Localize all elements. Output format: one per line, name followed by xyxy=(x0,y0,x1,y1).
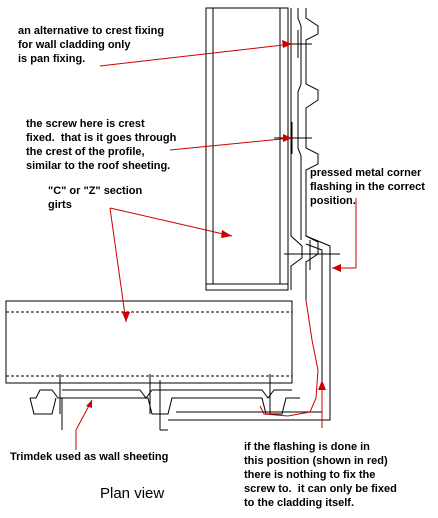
flashing-red-note: if the flashing is done in this position… xyxy=(244,441,397,509)
plan-view-caption: Plan view xyxy=(100,485,165,502)
screw-markers xyxy=(59,30,340,414)
leader-arrowheads xyxy=(86,40,341,408)
corner-flashing-note: pressed metal corner flashing in the cor… xyxy=(310,167,425,207)
vertical-wall-sheeting-profile xyxy=(290,8,319,300)
pan-fixing-note: an alternative to crest fixing for wall … xyxy=(18,25,165,65)
corner-flashing-incorrect xyxy=(259,299,319,417)
vertical-girt xyxy=(205,7,289,291)
corner-flashing-correct xyxy=(168,235,331,421)
horizontal-wall-sheeting-profile xyxy=(29,380,300,431)
girts-note: "C" or "Z" section girts xyxy=(48,185,143,211)
leader-lines xyxy=(75,43,357,450)
horizontal-girt xyxy=(5,300,293,384)
crest-fixed-note: the screw here is crest fixed. that is i… xyxy=(26,118,177,172)
trimdek-note: Trimdek used as wall sheeting xyxy=(10,451,169,463)
